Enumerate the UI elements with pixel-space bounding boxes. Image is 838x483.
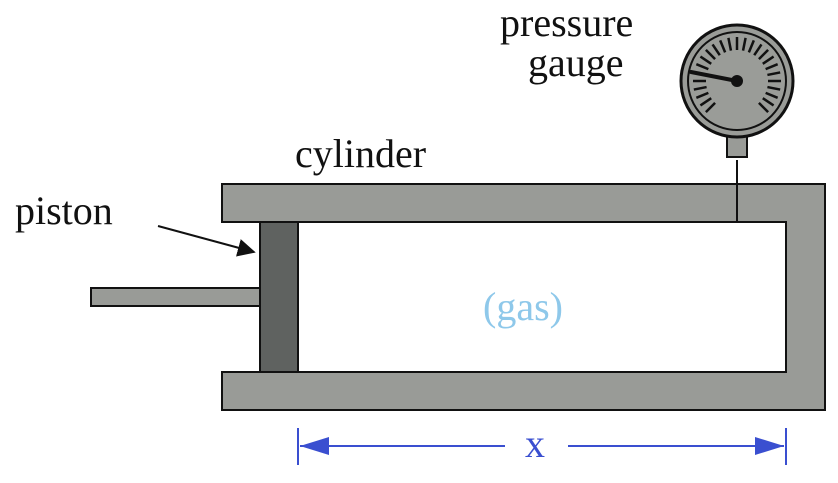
piston-rod xyxy=(90,287,261,307)
gauge-tick xyxy=(765,63,779,71)
gauge-tick xyxy=(758,49,769,60)
gauge-tick xyxy=(762,55,775,65)
gauge-tick xyxy=(765,91,779,99)
gauge-tick xyxy=(695,63,709,71)
gauge-tick xyxy=(711,43,721,56)
gauge-tick xyxy=(705,102,716,113)
arrow-icon xyxy=(157,225,256,257)
gauge-tick xyxy=(693,85,707,91)
dimension-left-arrowhead xyxy=(300,437,329,455)
pressure-label: pressure xyxy=(500,0,633,45)
gauge-tick xyxy=(695,91,709,99)
dimension-x xyxy=(297,428,787,465)
piston-label: piston xyxy=(15,188,113,233)
gauge-needle xyxy=(689,70,739,83)
gauge-tick xyxy=(727,37,733,51)
cylinder-label: cylinder xyxy=(295,131,426,176)
gauge-tick xyxy=(747,39,755,53)
pressure-gauge-icon xyxy=(679,23,795,139)
gauge-tick xyxy=(758,102,769,113)
gauge-tick xyxy=(767,85,781,91)
gauge-label: gauge xyxy=(528,40,624,85)
gauge-hub xyxy=(731,75,743,87)
gauge-tick xyxy=(699,97,712,107)
gauge-tick xyxy=(699,55,712,65)
piston-head xyxy=(259,221,299,373)
gauge-tick xyxy=(719,39,727,53)
gauge-tick xyxy=(741,37,747,51)
gauge-tick xyxy=(767,71,781,77)
gas-label: (gas) xyxy=(483,284,563,329)
cylinder-wall xyxy=(221,183,826,411)
gauge-tick xyxy=(762,97,775,107)
dimension-right-arrowhead xyxy=(755,437,784,455)
dimension-label: x xyxy=(525,421,545,466)
gauge-tick xyxy=(705,49,716,60)
gauge-tick xyxy=(753,43,763,56)
